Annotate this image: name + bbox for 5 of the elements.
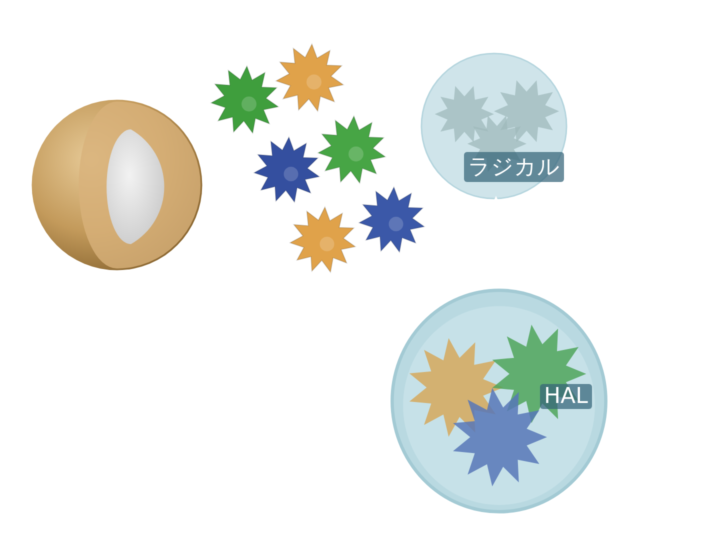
sphere-drawing xyxy=(390,288,608,514)
capsule-sphere-drawing xyxy=(30,98,204,272)
sphere-label: HAL xyxy=(540,384,592,409)
sphere-drawing xyxy=(420,52,568,200)
sphere-label: ラジカル xyxy=(464,152,564,182)
